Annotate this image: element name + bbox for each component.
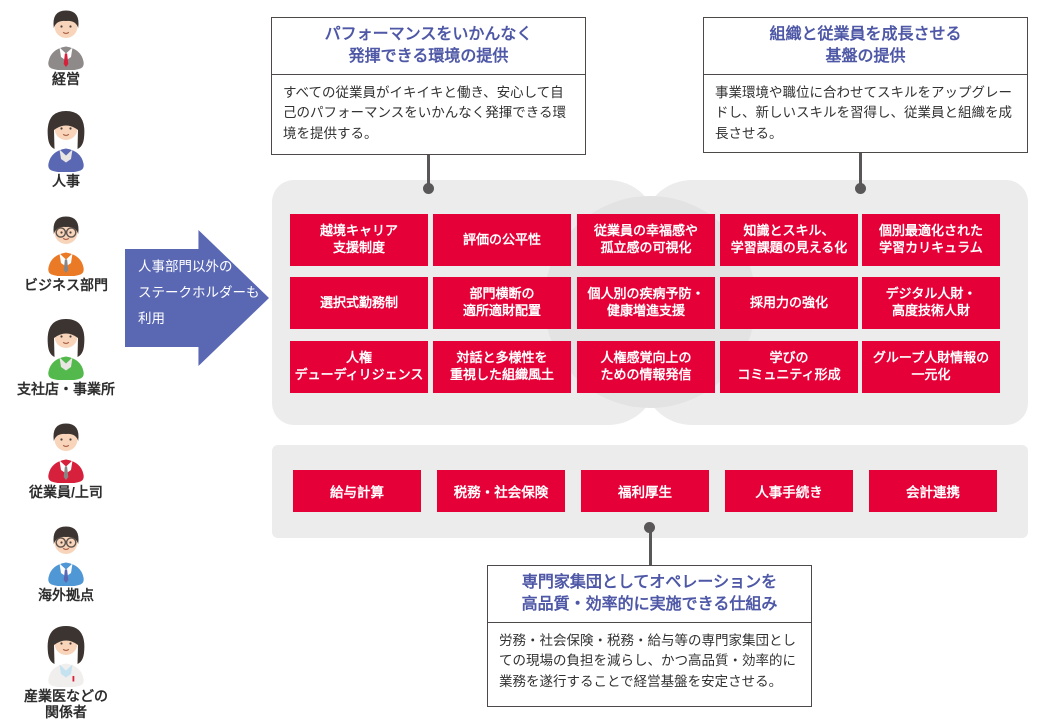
goal-title: 専門家集団としてオペレーションを 高品質・効率的に実施できる仕組み (488, 566, 811, 623)
persona-avatar-icon (47, 111, 85, 172)
connector-line (648, 527, 652, 566)
capability-cell: 人権 デューディリジェンス (290, 341, 428, 393)
capability-cell: 部門横断の 適所適財配置 (433, 277, 571, 329)
capability-cell: 越境キャリア 支援制度 (290, 214, 428, 266)
stakeholders-arrow-label: 人事部門以外の ステークホルダーも 利用 (138, 259, 260, 326)
persona-label: ビジネス部門 (24, 277, 108, 293)
persona-avatar-icon (48, 216, 84, 276)
connector-dot (643, 521, 655, 533)
operations-cell: 会計連携 (869, 470, 997, 512)
connector-line (858, 153, 862, 186)
persona-occupational-physicians: 産業医などの 関係者 (0, 621, 132, 720)
persona-label: 海外拠点 (38, 587, 94, 603)
capability-panel: 越境キャリア 支援制度評価の公平性従業員の幸福感や 孤立感の可視化知識とスキル、… (272, 180, 1028, 425)
capability-cell: 従業員の幸福感や 孤立感の可視化 (577, 214, 715, 266)
goal-box-operations: 専門家集団としてオペレーションを 高品質・効率的に実施できる仕組み 労務・社会保… (487, 565, 812, 707)
capability-cell: グループ人財情報の 一元化 (862, 341, 1000, 393)
persona-avatar-icon (48, 526, 84, 586)
capability-cell: デジタル人財・ 高度技術人財 (862, 277, 1000, 329)
persona-label: 産業医などの 関係者 (24, 688, 108, 721)
persona-label: 人事 (52, 173, 80, 189)
capability-cell: 学びの コミュニティ形成 (720, 341, 858, 393)
persona-business-division: ビジネス部門 (0, 210, 132, 293)
persona-label: 支社店・事業所 (17, 381, 115, 397)
goal-body: 労務・社会保険・税務・給与等の専門家集団としての現場の負担を減らし、かつ高品質・… (499, 633, 796, 689)
persona-avatar-icon (47, 626, 85, 687)
persona-label: 経営 (52, 71, 80, 87)
persona-employees-managers: 従業員/上司 (0, 417, 132, 500)
goal-body: すべての従業員がイキイキと働き、安心して自己のパフォーマンスをいかんなく発揮でき… (283, 85, 566, 141)
capability-cell: 知識とスキル、 学習課題の見える化 (720, 214, 858, 266)
goal-box-growth: 組織と従業員を成長させる 基盤の提供 事業環境や職位に合わせてスキルをアップグレ… (703, 17, 1028, 153)
capability-cell: 個人別の疾病予防・ 健康増進支援 (577, 277, 715, 329)
goal-body: 事業環境や職位に合わせてスキルをアップグレードし、新しいスキルを習得し、従業員と… (715, 85, 1012, 141)
capability-cell: 採用力の強化 (720, 277, 858, 329)
operations-cell: 給与計算 (293, 470, 421, 512)
capability-cell: 個別最適化された 学習カリキュラム (862, 214, 1000, 266)
goal-box-performance: パフォーマンスをいかんなく 発揮できる環境の提供 すべての従業員がイキイキと働き… (271, 17, 586, 155)
persona-management: 経営 (0, 4, 132, 87)
goal-title: パフォーマンスをいかんなく 発揮できる環境の提供 (272, 18, 585, 75)
operations-cell: 税務・社会保険 (437, 470, 565, 512)
capability-cell: 評価の公平性 (433, 214, 571, 266)
goal-title: 組織と従業員を成長させる 基盤の提供 (704, 18, 1027, 75)
capability-cell: 人権感覚向上の ための情報発信 (577, 341, 715, 393)
persona-avatar-icon (47, 319, 85, 380)
persona-branches-offices: 支社店・事業所 (0, 314, 132, 397)
operations-cell: 人事手続き (725, 470, 853, 512)
capability-cell: 選択式勤務制 (290, 277, 428, 329)
persona-avatar-icon (48, 423, 84, 483)
connector-dot (422, 182, 434, 194)
persona-label: 従業員/上司 (29, 484, 103, 500)
connector-dot (854, 182, 866, 194)
persona-avatar-icon (48, 10, 84, 70)
operations-cell: 福利厚生 (581, 470, 709, 512)
connector-line (426, 154, 430, 186)
capability-cell: 対話と多様性を 重視した組織風土 (433, 341, 571, 393)
persona-hr: 人事 (0, 106, 132, 189)
persona-overseas-sites: 海外拠点 (0, 520, 132, 603)
